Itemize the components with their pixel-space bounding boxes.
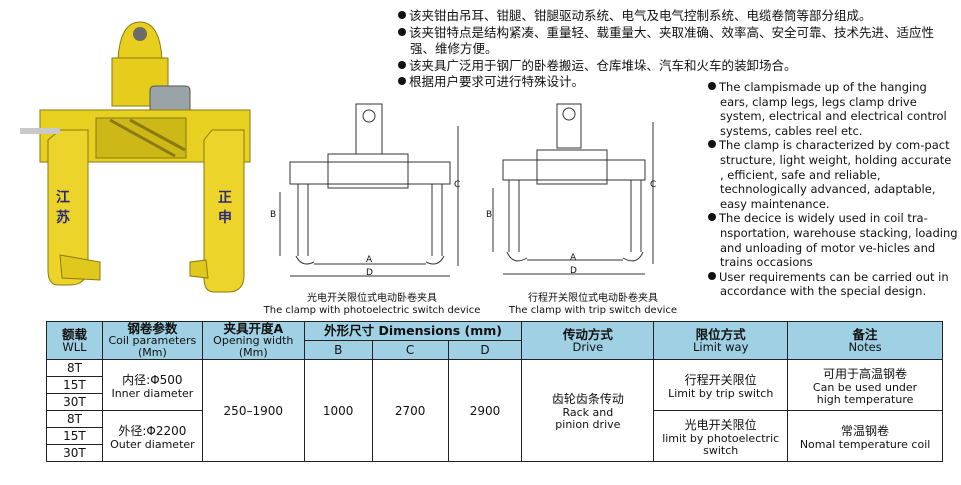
cn-bullet-list: 该夹钳由吊耳、钳腿、钳腿驱动系统、电气及电气控制系统、电缆卷筒等部分组成。 该夹… [398,8,958,91]
wll-cell: 8T [46,410,103,428]
diagram1-caption: 光电开关限位式电动卧卷夹具 The clamp with photoelectr… [263,293,481,316]
dim-label-a: A [366,255,373,265]
diagram-photoelectric [279,103,459,277]
dim-label-d: D [366,268,373,278]
cn-bullet: 该夹钳由吊耳、钳腿、钳腿驱动系统、电气及电气控制系统、电缆卷筒等部分组成。 [398,8,958,25]
en-bullet: The decice is widely used in coil tra-ns… [708,211,958,269]
wll-cell: 30T [46,393,103,411]
en-bullet: User requirements can be carried out in … [708,270,958,299]
dim-label-c: C [650,180,657,190]
header-c: C [371,340,449,360]
left-leg-mark: 江苏 [56,190,70,226]
clamp-photo [20,21,251,293]
cn-bullet: 该夹钳特点是结构紧凑、重量轻、载重量大、夹取准确、效率高、安全可靠、技术先进、适… [398,25,958,58]
dim-label-d: D [570,266,577,276]
header-d: D [447,340,523,360]
wll-cell: 8T [46,359,103,377]
diagram2-caption: 行程开关限位式电动卧卷夹具 The clamp with trip switch… [508,293,678,316]
cn-bullet: 根据用户要求可进行特殊设计。 [398,74,958,91]
header-b: B [303,340,373,360]
right-leg-mark: 正申 [218,190,232,226]
en-bullet-list: The clampismade up of the hanging ears, … [708,80,958,299]
opening-cell: 250–1900 [201,359,305,462]
dim-label-c: C [454,180,461,190]
wll-cell: 15T [46,376,103,394]
dim-label-b: B [270,210,277,220]
wll-cell: 15T [46,427,103,445]
diagram-trip-switch [492,103,654,275]
cn-bullet: 该夹具广泛用于钢厂的卧卷搬运、仓库堆垛、汽车和火车的装卸场合。 [398,58,958,75]
dim-label-b: B [486,210,493,220]
en-bullet: The clamp is characterized by com-pact s… [708,138,958,211]
b-cell: 1000 [303,359,373,462]
d-cell: 2900 [447,359,523,462]
c-cell: 2700 [371,359,449,462]
header-dimensions: 外形尺寸 Dimensions (mm) [303,321,523,341]
wll-cell: 30T [46,444,103,462]
en-bullet: The clampismade up of the hanging ears, … [708,80,958,138]
dim-label-a: A [570,253,577,263]
